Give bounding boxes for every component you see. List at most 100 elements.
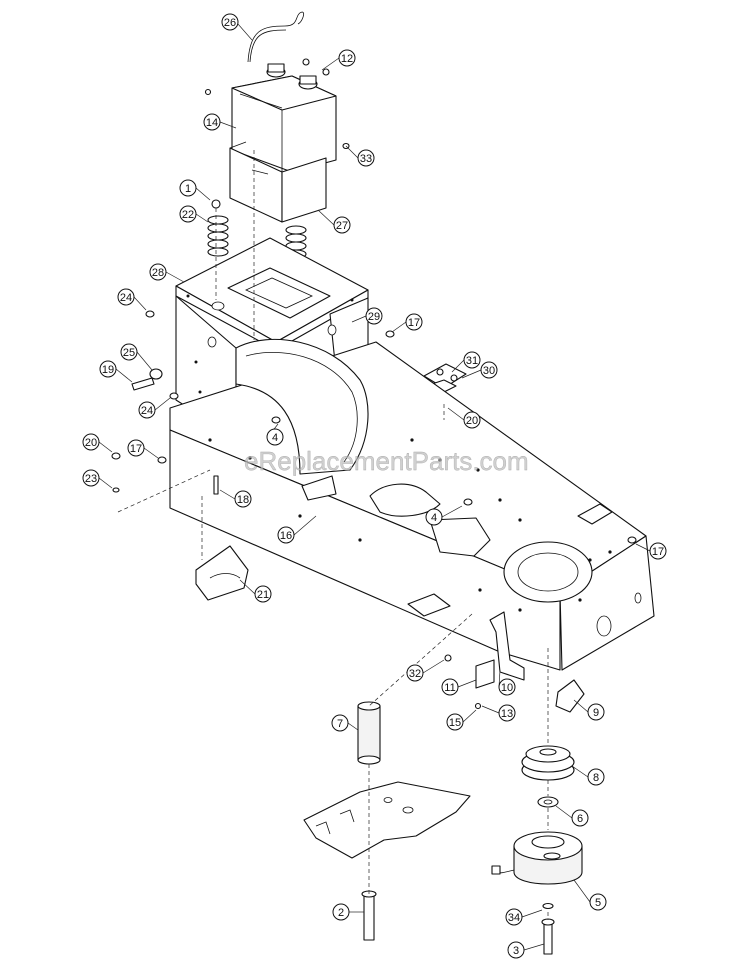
callout-circle [266,428,284,446]
callout-label: 27 [336,220,348,232]
callout-17: 17 [405,313,423,331]
callout-26: 26 [221,13,239,31]
callout-23: 23 [82,469,100,487]
callout-label: 9 [593,707,599,719]
callout-circle [571,809,589,827]
callout-34: 34 [505,908,523,926]
callout-label: 3 [513,945,519,957]
callout-11: 11 [441,678,459,696]
callout-circle [463,411,481,429]
callout-label: 13 [501,708,513,720]
callout-13: 13 [498,704,516,722]
callout-25: 25 [120,343,138,361]
callout-circle [441,678,459,696]
callout-circle [331,714,349,732]
callout-7: 7 [331,714,349,732]
callout-label: 32 [409,668,421,680]
callout-circle [149,263,167,281]
callout-20: 20 [463,411,481,429]
callout-label: 34 [508,912,520,924]
washer-part [537,796,559,808]
callout-label: 17 [130,443,142,455]
callout-14: 14 [203,113,221,131]
callout-circle [203,113,221,131]
callout-15: 15 [446,713,464,731]
callout-circle [338,49,356,67]
callout-label: 22 [182,209,194,221]
callout-circle [587,703,605,721]
battery-cable-part [247,11,305,63]
callout-circle [179,179,197,197]
callout-28: 28 [149,263,167,281]
callout-circle [405,313,423,331]
callout-24: 24 [117,288,135,306]
callout-circle [365,307,383,325]
callout-label: 11 [444,682,455,694]
main-frame-part [169,338,655,671]
callout-6: 6 [571,809,589,827]
callout-label: 5 [595,897,601,909]
callout-label: 17 [652,546,664,558]
callout-32: 32 [406,664,424,682]
callout-label: 10 [501,682,513,694]
callout-4: 4 [425,508,443,526]
pto-clutch-part [491,831,583,885]
callout-17: 17 [127,439,145,457]
spacer-tube-part [357,701,381,765]
callout-label: 23 [85,473,97,485]
callout-22: 22 [179,205,197,223]
callout-label: 24 [141,405,153,417]
callout-label: 33 [360,153,372,165]
callout-21: 21 [254,585,272,603]
callout-24: 24 [138,401,156,419]
callout-circle [333,216,351,234]
callout-circle [179,205,197,223]
battery-part [204,58,337,173]
callout-label: 30 [483,365,495,377]
bolt-part [361,890,555,955]
callout-label: 25 [123,347,135,359]
callout-circle [507,941,525,959]
callout-circle [254,585,272,603]
watermark-text: eReplacementParts.com [244,446,529,476]
callout-label: 20 [85,437,97,449]
hanger-plate-part [303,781,471,859]
callout-label: 17 [408,317,420,329]
callout-30: 30 [480,361,498,379]
callout-circle [357,149,375,167]
callout-label: 4 [431,512,437,524]
callout-label: 2 [338,907,344,919]
callout-label: 14 [206,117,218,129]
assembly-lines [117,150,549,920]
callout-5: 5 [589,893,607,911]
callout-9: 9 [587,703,605,721]
callout-circle [425,508,443,526]
callout-16: 16 [277,526,295,544]
callout-circle [332,903,350,921]
callout-circle [498,678,516,696]
callout-label: 7 [337,718,343,730]
callout-2: 2 [332,903,350,921]
callout-circle [589,893,607,911]
callout-label: 12 [341,53,353,65]
callout-1: 1 [179,179,197,197]
fastener-part [111,142,637,544]
callout-circle [120,343,138,361]
callout-circle [82,433,100,451]
callout-3: 3 [507,941,525,959]
callout-8: 8 [587,768,605,786]
callout-10: 10 [498,678,516,696]
callout-label: 29 [368,311,380,323]
callout-29: 29 [365,307,383,325]
callout-label: 4 [272,432,278,444]
callout-label: 31 [466,355,478,367]
callout-18: 18 [234,490,252,508]
battery-box-part [229,141,327,223]
callout-27: 27 [333,216,351,234]
callout-circle [82,469,100,487]
callout-circle [138,401,156,419]
callout-circle [406,664,424,682]
callout-label: 18 [237,494,249,506]
callout-label: 24 [120,292,132,304]
